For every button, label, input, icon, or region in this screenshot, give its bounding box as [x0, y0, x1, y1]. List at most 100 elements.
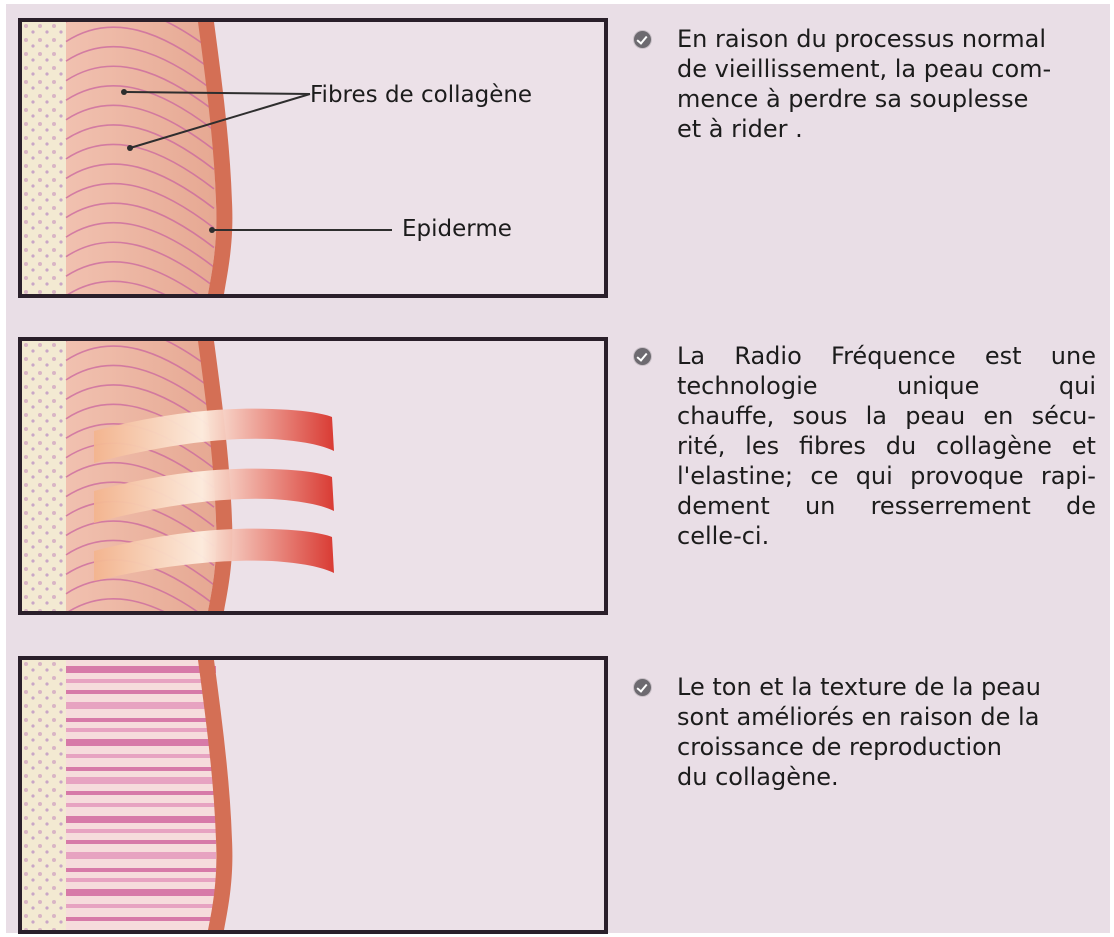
collagen-label: Fibres de collagène	[310, 82, 532, 108]
epidermis-layer	[198, 660, 233, 930]
rf-heat-wave	[94, 468, 334, 523]
collagen-fiber	[66, 878, 216, 882]
bullet-word: provoque	[910, 462, 1024, 490]
collagen-fiber	[65, 104, 215, 151]
bullet-word: et	[1071, 432, 1096, 460]
bullet-line: sont améliorés en raison de la	[677, 703, 1040, 731]
bullet-result: Le ton et la texture de la peau sont amé…	[634, 672, 1096, 792]
collagen-fiber	[67, 280, 166, 294]
bullet-word: de	[1066, 492, 1096, 520]
skin-cross-section-result	[22, 660, 233, 930]
collagen-fiber	[66, 728, 216, 732]
skin-cross-section-rf	[22, 341, 334, 611]
collagen-fiber	[65, 345, 215, 392]
bullet-line: En raison du processus normal	[677, 25, 1047, 53]
bullet-word: sous	[792, 402, 848, 430]
bullet-word: rapi-	[1040, 462, 1096, 490]
subcutaneous-layer	[22, 660, 66, 930]
collagen-fiber	[66, 803, 216, 807]
pointer-dot	[127, 145, 133, 151]
bullet-word: dement	[677, 492, 770, 520]
bullet-line: et à rider .	[677, 115, 803, 143]
bullet-line: celle-ci.	[677, 522, 770, 550]
bullet-word: chauffe,	[677, 402, 775, 430]
collagen-fiber	[66, 666, 216, 673]
bullet-word: est	[984, 342, 1022, 370]
bullet-word: peau	[905, 402, 966, 430]
collagen-fiber	[65, 143, 215, 190]
collagen-fiber	[66, 767, 216, 771]
collagen-pointer-line	[129, 93, 311, 149]
bullet-aging: En raison du processus normal de vieilli…	[634, 24, 1096, 144]
bullet-word: La	[677, 342, 706, 370]
collagen-fiber	[66, 702, 216, 709]
bullet-word: ce	[810, 462, 839, 490]
check-circle-icon	[634, 31, 651, 48]
collagen-pointer-line	[123, 91, 311, 95]
collagen-fiber	[66, 917, 216, 921]
collagen-fiber	[66, 22, 215, 53]
bullet-word: qui	[1058, 372, 1096, 400]
collagen-fiber	[65, 364, 215, 411]
dermis-layer	[66, 22, 217, 294]
collagen-fibers	[65, 22, 215, 294]
collagen-fiber	[66, 679, 216, 683]
bullet-word: unique	[897, 372, 980, 400]
bullet-word: sécu-	[1031, 402, 1096, 430]
collagen-fiber	[66, 840, 216, 844]
rf-heat-wave	[94, 408, 334, 463]
collagen-fiber	[65, 182, 215, 229]
collagen-fiber	[65, 85, 215, 131]
collagen-fiber	[66, 341, 215, 372]
panel-radio-frequency	[18, 337, 608, 615]
collagen-fiber	[66, 889, 216, 896]
collagen-fiber	[66, 718, 216, 722]
epidermis-layer	[198, 22, 233, 294]
bullet-word: les	[745, 432, 780, 460]
pointer-dot	[209, 227, 215, 233]
bullet-line: technologie unique qui	[677, 371, 1096, 401]
bullet-word: resserrement	[870, 492, 1031, 520]
collagen-fiber	[66, 754, 216, 758]
bullet-word: Fréquence	[831, 342, 956, 370]
collagen-fiber	[66, 904, 216, 908]
panel-result	[18, 656, 608, 934]
bullet-line: de vieillissement, la peau com-	[677, 55, 1052, 83]
bullet-line: du collagène.	[677, 763, 839, 791]
collagen-fiber	[65, 124, 215, 170]
bullet-word: Radio	[734, 342, 802, 370]
pointer-dot	[121, 89, 127, 95]
bullet-word: un	[804, 492, 836, 520]
diagram-canvas: Fibres de collagène Epiderme	[6, 4, 1110, 934]
check-circle-icon	[634, 348, 651, 365]
collagen-fiber	[66, 852, 216, 859]
collagen-fiber	[65, 261, 199, 294]
collagen-fiber	[66, 777, 216, 784]
bullet-word: fibres	[798, 432, 866, 460]
collagen-fiber	[66, 739, 216, 746]
bullet-line: Le ton et la texture de la peau	[677, 673, 1041, 701]
bullet-word: l'elastine;	[677, 462, 794, 490]
bullet-line: mence à perdre sa souplesse	[677, 85, 1029, 113]
collagen-fibers-straight	[66, 666, 216, 921]
epidermis-label: Epiderme	[402, 216, 512, 242]
bullet-word: du	[885, 432, 917, 460]
skin-cross-section-aging: Fibres de collagène Epiderme	[22, 22, 532, 294]
bullet-line: dement un resserrement de	[677, 491, 1096, 521]
collagen-fiber	[65, 45, 215, 92]
collagen-fiber	[66, 868, 216, 872]
rf-heat-wave	[94, 528, 334, 581]
check-circle-icon	[634, 679, 651, 696]
collagen-fiber	[65, 241, 215, 288]
bullet-word: technologie	[677, 372, 818, 400]
collagen-fiber	[66, 690, 216, 694]
collagen-fiber	[65, 221, 215, 268]
collagen-fiber	[65, 202, 215, 249]
collagen-fiber	[65, 163, 215, 210]
bullet-word: qui	[855, 462, 893, 490]
collagen-fiber	[68, 598, 165, 611]
